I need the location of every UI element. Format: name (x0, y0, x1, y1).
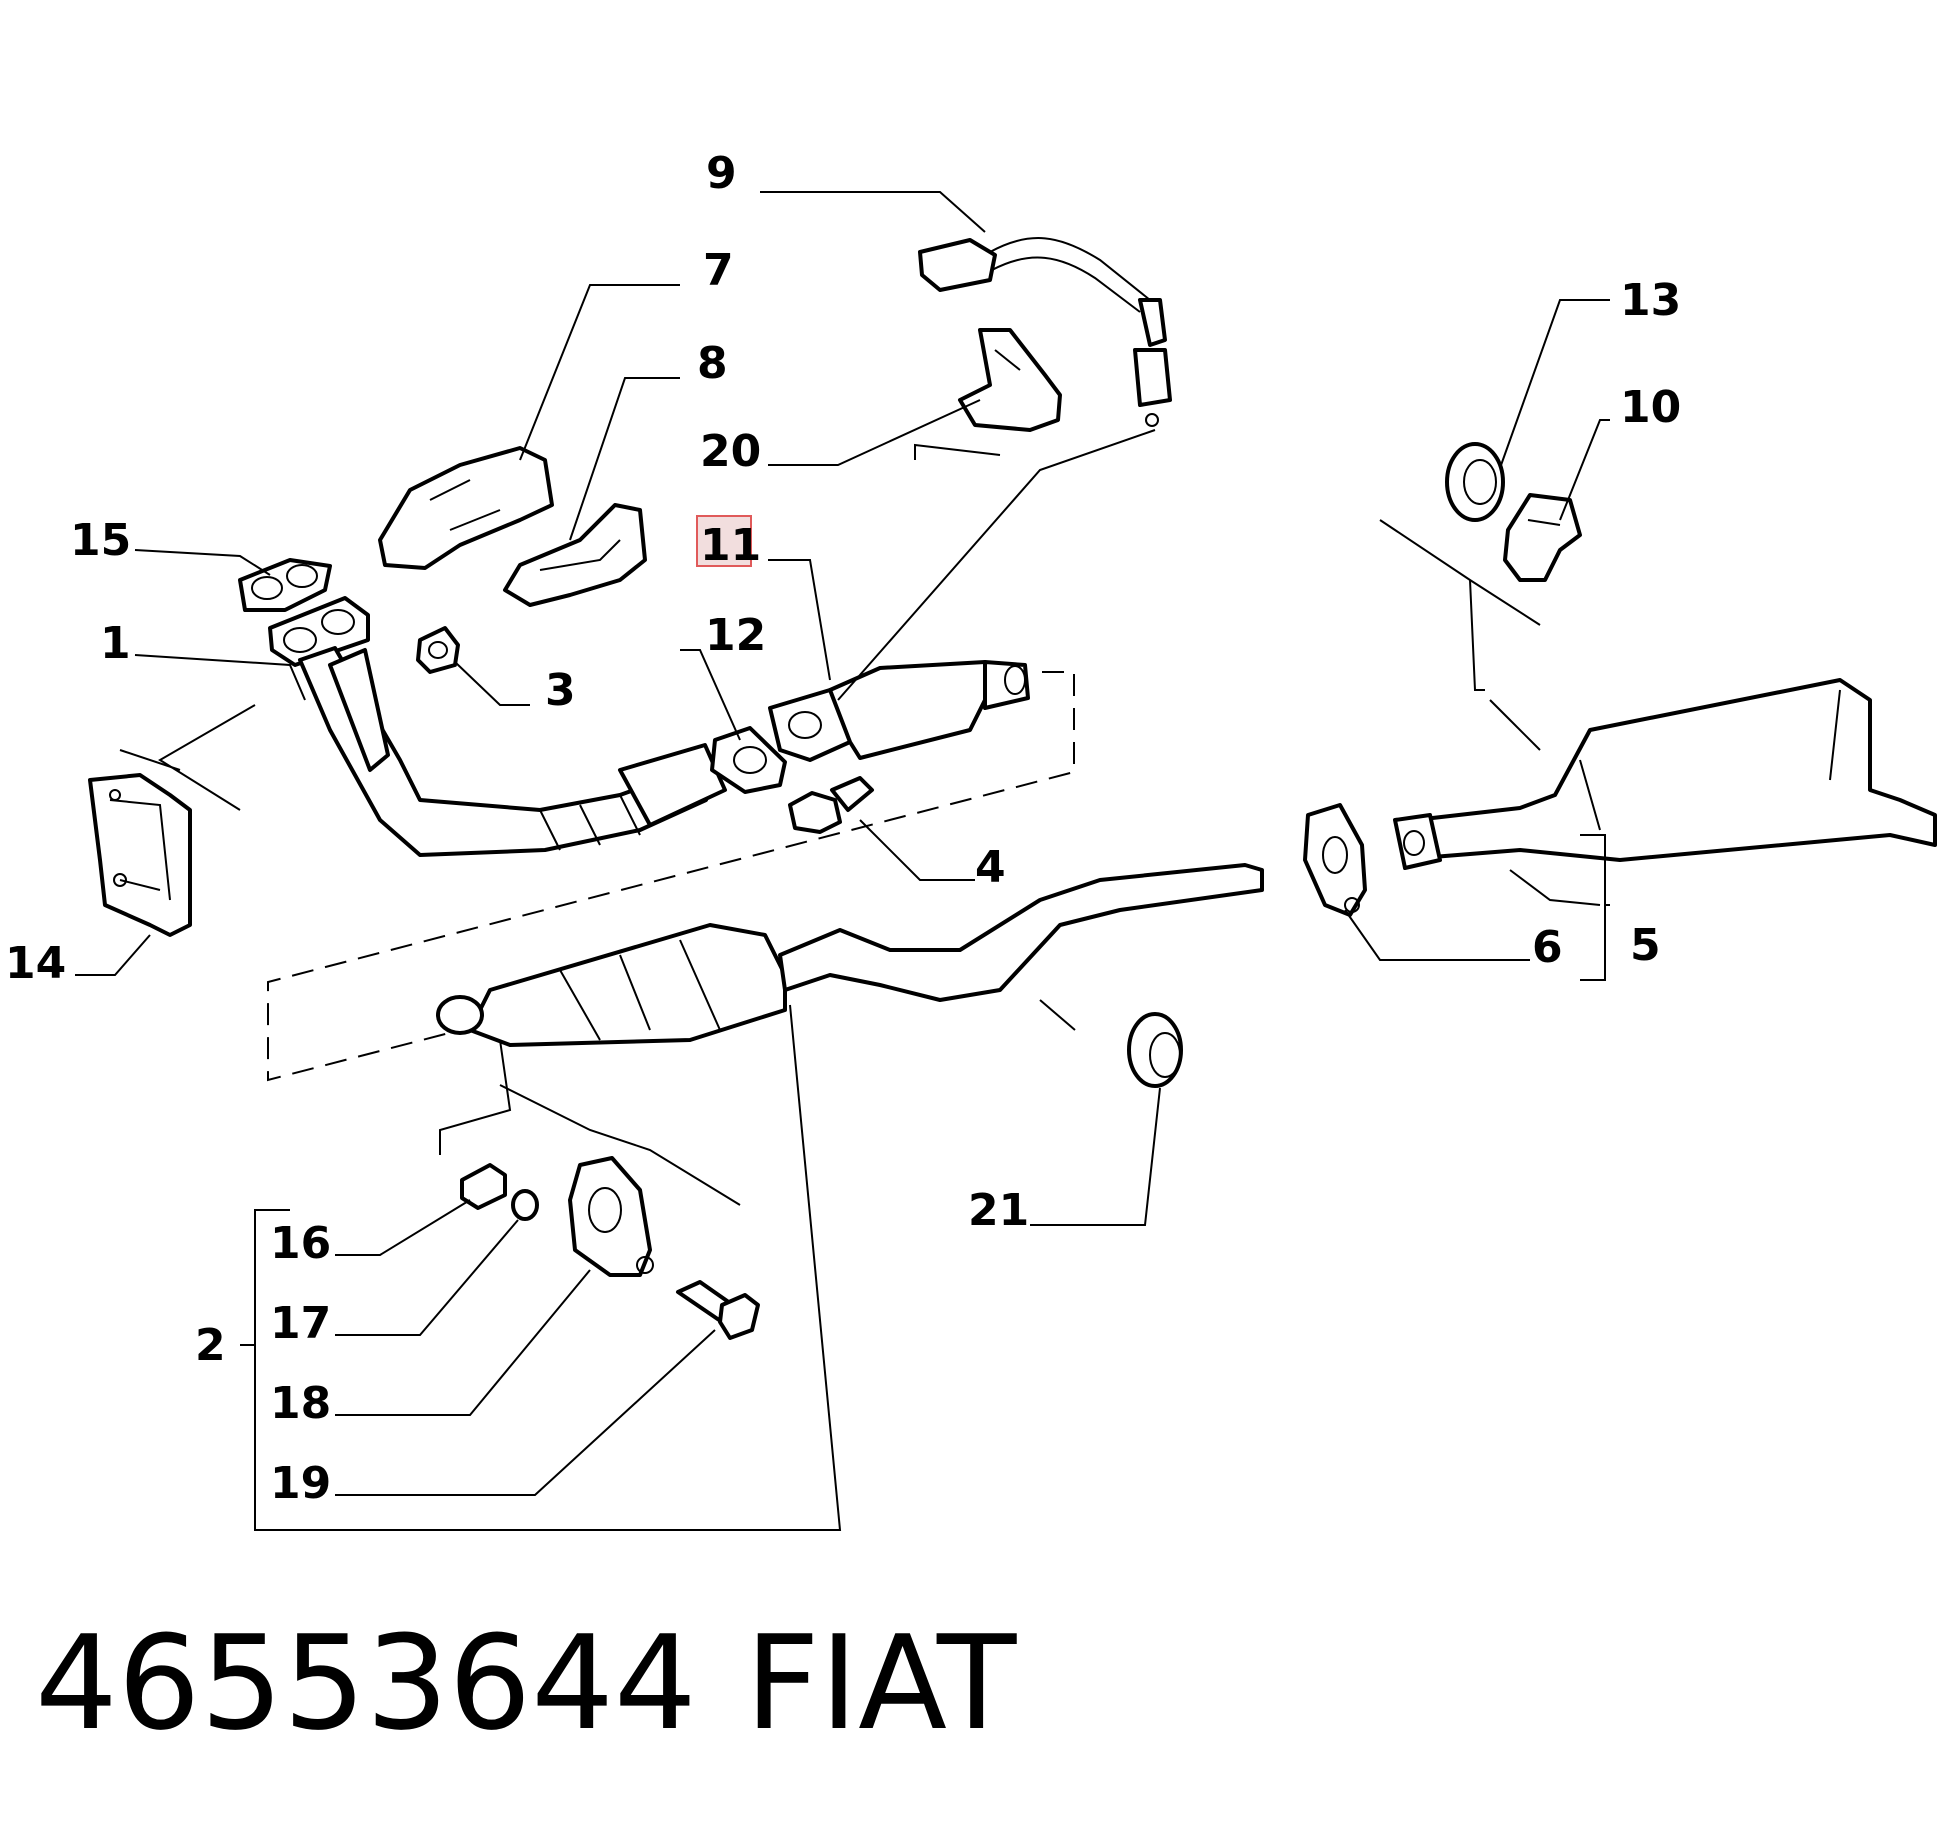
callout-11-highlight (696, 515, 752, 567)
bracket-part-14 (88, 773, 192, 937)
washer-part-17 (511, 1189, 539, 1221)
gasket-part-12 (710, 726, 787, 794)
callout-12: 12 (705, 610, 766, 661)
callout-7: 7 (703, 245, 734, 296)
callout-2: 2 (195, 1320, 226, 1371)
callout-3: 3 (545, 665, 576, 716)
callout-20: 20 (700, 426, 761, 477)
heat-shield-part-8 (503, 503, 647, 607)
heat-shield-part-7 (378, 446, 554, 570)
rear-silencer-part-5 (1393, 678, 1937, 870)
nut-part-3 (416, 626, 460, 674)
callout-10: 10 (1620, 382, 1681, 433)
lambda-sensor-part-9 (918, 237, 1172, 427)
callout-16: 16 (270, 1218, 331, 1269)
callout-5: 5 (1630, 920, 1661, 971)
bolt-part-4 (788, 776, 874, 834)
callout-4: 4 (975, 842, 1006, 893)
callout-17: 17 (270, 1298, 331, 1349)
callout-labels: 9 7 8 20 11 12 15 1 3 4 14 13 10 6 5 21 … (5, 148, 1681, 1509)
callout-1: 1 (100, 618, 131, 669)
assembly-dashed-outline (267, 671, 1075, 1082)
callout-6: 6 (1532, 922, 1563, 973)
callout-19: 19 (270, 1458, 331, 1509)
brand-name: FIAT (745, 1607, 1017, 1759)
callout-15: 15 (70, 515, 131, 566)
clamp-part-6 (1303, 803, 1367, 917)
spacer-part-16 (460, 1163, 507, 1210)
heat-bracket-part-20 (958, 328, 1062, 432)
callout-18: 18 (270, 1378, 331, 1429)
rubber-mount-part-21 (1127, 1012, 1183, 1088)
gasket-part-15 (238, 558, 332, 612)
centre-silencer-part-2 (436, 863, 1264, 1047)
callout-13: 13 (1620, 275, 1681, 326)
callout-9: 9 (706, 148, 737, 199)
rubber-mount-part-13 (1445, 442, 1505, 522)
catalytic-converter-part-11 (768, 660, 1030, 762)
hanger-clip-part-10 (1503, 493, 1582, 582)
callout-21: 21 (968, 1185, 1029, 1236)
front-downpipe-part-1 (268, 596, 727, 857)
callout-14: 14 (5, 938, 66, 989)
bolt-part-19 (676, 1280, 760, 1340)
callout-11: 11 (700, 520, 761, 571)
clamp-part-18 (568, 1156, 654, 1277)
leader-lines (75, 191, 1610, 1531)
part-number: 46553644 (35, 1607, 697, 1759)
callout-8: 8 (697, 338, 728, 389)
